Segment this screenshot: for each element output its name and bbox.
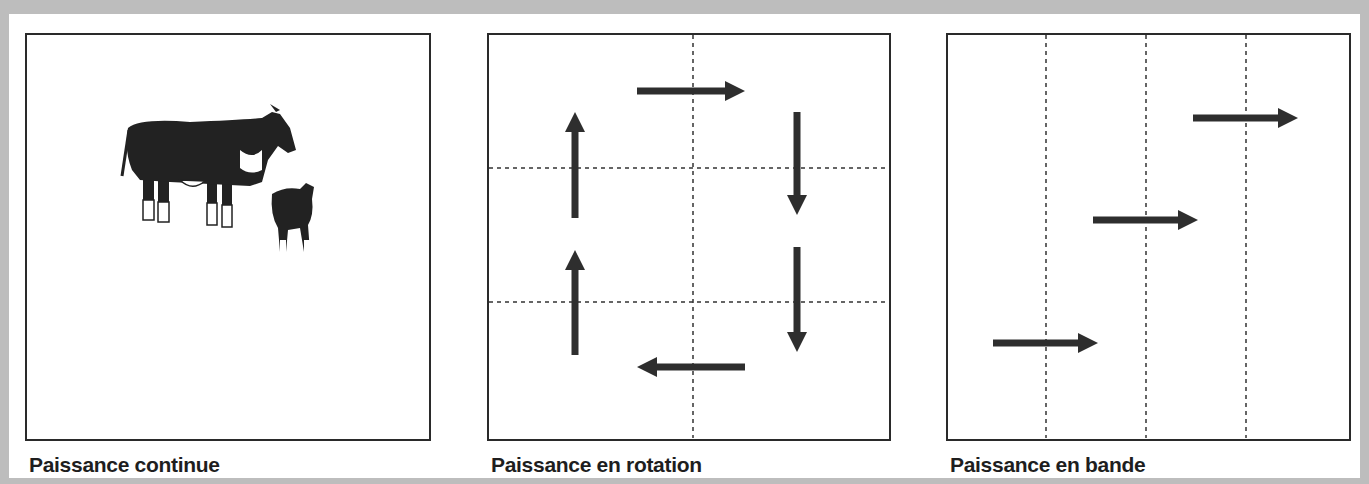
panel-caption-wrap: Paissance en bande bbox=[950, 453, 1145, 477]
strip-divisions bbox=[1046, 35, 1246, 438]
panel-caption-wrap: Paissance continue bbox=[29, 453, 220, 477]
panel-caption: Paissance en bande bbox=[950, 453, 1145, 476]
panel-caption: Paissance en rotation bbox=[491, 453, 702, 476]
page-ground bbox=[9, 14, 1360, 478]
calf-figure bbox=[272, 183, 314, 252]
pasture-panel: Paissance en bande bbox=[946, 33, 1351, 441]
panel-caption-wrap: Paissance en rotation bbox=[491, 453, 702, 477]
strip-arrows bbox=[993, 108, 1298, 353]
panel-caption: Paissance continue bbox=[29, 453, 220, 476]
pasture-panel: Paissance continue bbox=[25, 33, 431, 441]
paddock-divisions bbox=[489, 35, 888, 438]
rotation-arrows bbox=[565, 81, 807, 377]
pasture-panel: Paissance en rotation bbox=[487, 33, 891, 441]
cow-figure bbox=[122, 104, 296, 227]
